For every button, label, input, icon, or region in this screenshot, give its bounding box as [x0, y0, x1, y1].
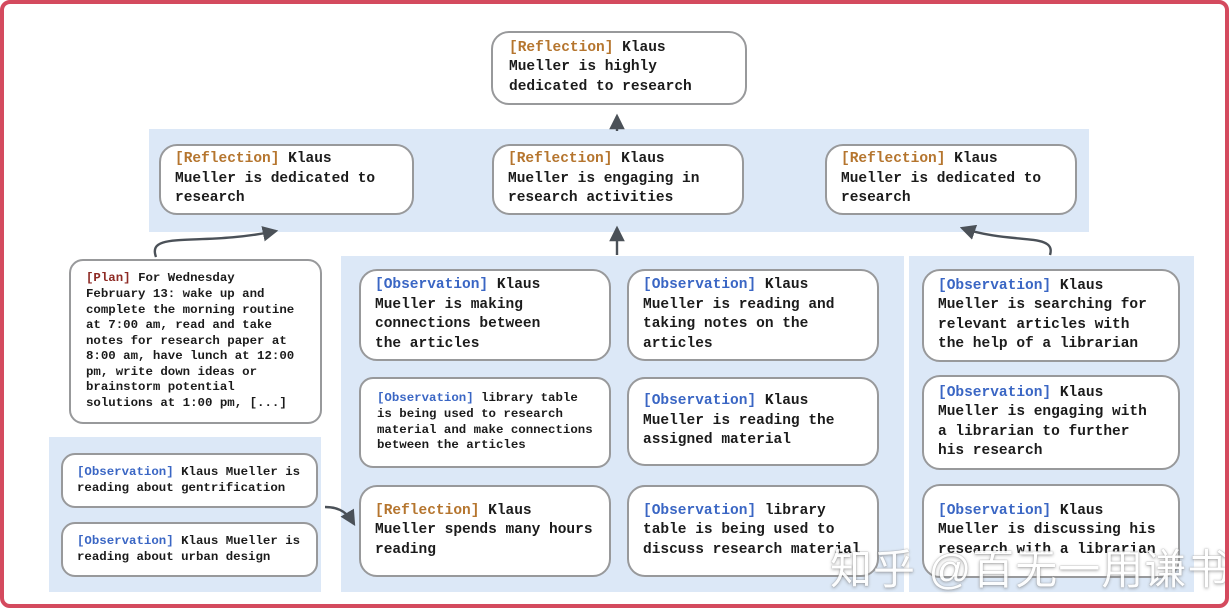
observation-node-gentrification: [Observation] Klaus Mueller is reading a…: [61, 453, 318, 508]
node-text: library table is being used to research …: [377, 391, 593, 453]
observation-node-assigned-material: [Observation] Klaus Mueller is reading t…: [627, 377, 879, 466]
arrow-plan-to-left-reflection: [153, 226, 279, 258]
observation-tag: [Observation]: [938, 502, 1052, 519]
observation-tag: [Observation]: [375, 277, 489, 293]
reflection-tag: [Reflection]: [175, 151, 280, 168]
node-text: Klaus Mueller is dedicated to research: [175, 151, 376, 207]
arrow-right-band-to-right-reflection: [959, 224, 1052, 256]
node-text: Klaus Mueller is making connections betw…: [375, 277, 541, 352]
node-text: Klaus Mueller is highly dedicated to res…: [509, 39, 692, 95]
node-text: Klaus Mueller is reading and taking note…: [643, 277, 835, 352]
node-text: Klaus Mueller is engaging with a librari…: [938, 384, 1147, 460]
plan-tag: [Plan]: [86, 271, 131, 286]
reflection-node-hours-reading: [Reflection] Klaus Mueller spends many h…: [359, 485, 611, 577]
reflection-node-middle: [Reflection] Klaus Mueller is engaging i…: [492, 144, 744, 215]
observation-node-discussing-research: [Observation] Klaus Mueller is discussin…: [922, 484, 1180, 578]
observation-node-taking-notes: [Observation] Klaus Mueller is reading a…: [627, 269, 879, 361]
observation-tag: [Observation]: [77, 464, 174, 479]
observation-tag: [Observation]: [643, 502, 757, 519]
observation-node-searching-articles: [Observation] Klaus Mueller is searching…: [922, 269, 1180, 362]
reflection-node-left: [Reflection] Klaus Mueller is dedicated …: [159, 144, 414, 215]
reflection-tag: [Reflection]: [375, 502, 480, 519]
node-text: Klaus Mueller is discussing his research…: [938, 502, 1156, 558]
observation-node-library-table-research: [Observation] library table is being use…: [359, 377, 611, 468]
observation-tag: [Observation]: [938, 277, 1052, 294]
node-text: Klaus Mueller is reading the assigned ma…: [643, 393, 835, 449]
observation-node-engaging-librarian: [Observation] Klaus Mueller is engaging …: [922, 375, 1180, 470]
node-text: Klaus Mueller is searching for relevant …: [938, 277, 1147, 353]
node-text: Klaus Mueller is reading about urban des…: [77, 533, 301, 564]
node-text: Klaus Mueller is reading about gentrific…: [77, 464, 301, 495]
observation-node-urban-design: [Observation] Klaus Mueller is reading a…: [61, 522, 318, 577]
observation-node-connections: [Observation] Klaus Mueller is making co…: [359, 269, 611, 361]
observation-tag: [Observation]: [77, 533, 174, 548]
observation-tag: [Observation]: [643, 277, 757, 293]
node-text: library table is being used to discuss r…: [643, 502, 861, 558]
observation-tag: [Observation]: [377, 391, 474, 406]
plan-node: [Plan] For Wednesday February 13: wake u…: [69, 259, 322, 424]
node-text: For Wednesday February 13: wake up and c…: [86, 271, 295, 411]
node-text: Klaus Mueller is dedicated to research: [841, 151, 1042, 207]
node-text: Klaus Mueller spends many hours reading: [375, 502, 593, 558]
reflection-tag: [Reflection]: [509, 39, 614, 56]
observation-tag: [Observation]: [643, 393, 757, 410]
watermark: 知乎 @百无一用谦书生: [830, 546, 1229, 593]
reflection-tag: [Reflection]: [508, 151, 613, 168]
node-text: Klaus Mueller is engaging in research ac…: [508, 151, 700, 207]
observation-node-library-table-discuss: [Observation] library table is being use…: [627, 485, 879, 577]
reflection-tag: [Reflection]: [841, 151, 946, 168]
root-reflection-node: [Reflection] Klaus Mueller is highly ded…: [491, 31, 747, 105]
reflection-node-right: [Reflection] Klaus Mueller is dedicated …: [825, 144, 1077, 215]
observation-tag: [Observation]: [938, 384, 1052, 401]
